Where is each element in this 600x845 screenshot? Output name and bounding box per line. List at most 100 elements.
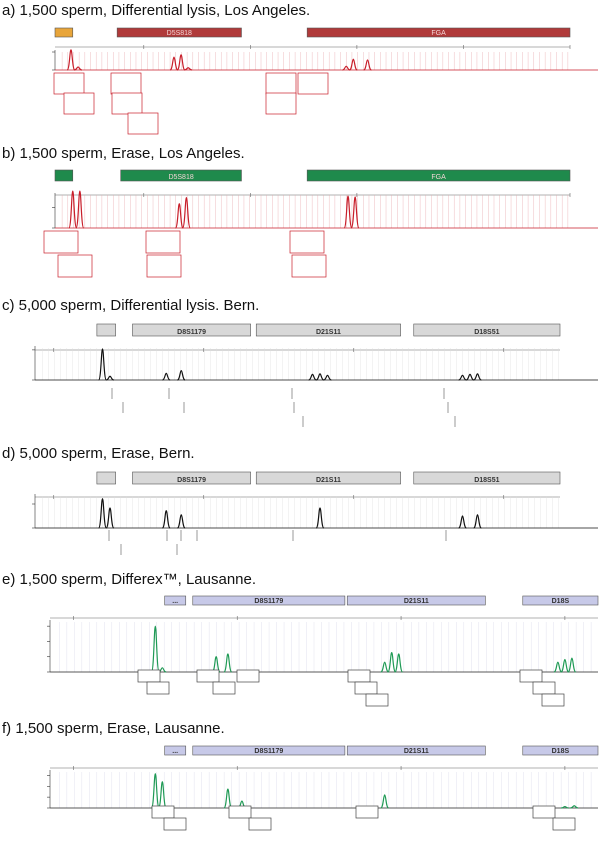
marker-bar [306, 169, 571, 182]
peak [473, 514, 482, 529]
peak [68, 190, 78, 229]
label-box [289, 230, 325, 254]
label-box [57, 254, 93, 278]
label-box [196, 669, 220, 683]
label-box [347, 669, 371, 683]
peak [184, 67, 193, 71]
peak [380, 794, 389, 809]
label-box [110, 72, 142, 95]
label-box [63, 92, 95, 115]
label-box [228, 805, 252, 819]
peak [211, 656, 221, 673]
marker-label: D5S818 [168, 174, 193, 181]
label-box [265, 92, 297, 115]
marker-label: D8S1179 [177, 477, 206, 484]
peak [177, 514, 186, 529]
label-box [552, 817, 576, 831]
peak [162, 372, 171, 381]
peak [308, 373, 317, 381]
marker-bar [413, 323, 561, 337]
marker-label: D8S1179 [254, 598, 283, 605]
marker-label: D21S11 [404, 598, 429, 605]
marker-label: D18S51 [474, 477, 499, 484]
marker-label: D18S51 [474, 329, 499, 336]
peak [98, 348, 107, 381]
marker-label: D8S1179 [254, 748, 283, 755]
peak [458, 515, 467, 529]
label-box [151, 805, 175, 819]
peak [74, 66, 83, 71]
peak [465, 373, 475, 381]
peak [150, 625, 160, 673]
marker-bar [132, 323, 251, 337]
chart-d: D8S1179 D21S11 D18S51 [32, 471, 598, 555]
marker-bar [164, 595, 187, 606]
marker-bar [54, 169, 74, 182]
marker-bar [120, 169, 242, 182]
label-box [137, 669, 161, 683]
marker-label: D18S [552, 748, 570, 755]
peak [560, 658, 570, 673]
label-box [163, 817, 187, 831]
label-box [532, 805, 556, 819]
label-box [53, 72, 85, 95]
peak [349, 58, 358, 71]
peak [177, 369, 186, 381]
peak [223, 788, 233, 809]
peak [387, 651, 397, 673]
label-box [291, 254, 327, 278]
panel-d-title: d) 5,000 sperm, Erase, Bern. [2, 445, 195, 462]
panel-e-title: e) 1,500 sperm, Differex™, Lausanne. [2, 571, 257, 588]
marker-bar [116, 27, 242, 38]
marker-bar [346, 745, 486, 756]
marker-label: D8S1179 [177, 329, 206, 336]
peak [223, 653, 233, 673]
label-box [248, 817, 272, 831]
label-box [532, 681, 556, 695]
marker-bar [522, 595, 599, 606]
peak [66, 49, 76, 71]
peak [106, 375, 114, 381]
marker-label: ... [172, 748, 178, 755]
panel-f-title: f) 1,500 sperm, Erase, Lausanne. [2, 720, 225, 737]
marker-bar [192, 595, 346, 606]
peak [315, 507, 325, 529]
peak [181, 196, 191, 229]
panel-a-title: a) 1,500 sperm, Differential lysis, Los … [2, 2, 311, 19]
peak [174, 203, 184, 229]
peak [75, 190, 85, 229]
label-box [146, 254, 182, 278]
peak [567, 657, 577, 673]
peak [380, 661, 389, 673]
peak [350, 196, 360, 229]
marker-bar [522, 745, 599, 756]
marker-bar [96, 471, 116, 485]
marker-bar [192, 745, 346, 756]
panel-b-title: b) 1,500 sperm, Erase, Los Angeles. [2, 145, 245, 162]
marker-label: FGA [431, 30, 446, 37]
marker-label: D18S [552, 598, 570, 605]
peak [315, 373, 325, 381]
marker-bar [306, 27, 571, 38]
peak [161, 510, 171, 529]
label-box [212, 681, 236, 695]
peak [169, 56, 179, 71]
marker-bar [255, 323, 401, 337]
peak [553, 661, 562, 673]
marker-label: D21S11 [316, 477, 341, 484]
marker-bar [413, 471, 561, 485]
label-box [541, 693, 565, 707]
peak [343, 195, 353, 229]
peak [150, 773, 160, 809]
label-box [365, 693, 389, 707]
peak [98, 498, 107, 529]
label-box [43, 230, 79, 254]
marker-label: D21S11 [316, 329, 341, 336]
label-box [297, 72, 329, 95]
peak [561, 805, 569, 809]
peak [342, 65, 351, 71]
peak [157, 781, 167, 809]
